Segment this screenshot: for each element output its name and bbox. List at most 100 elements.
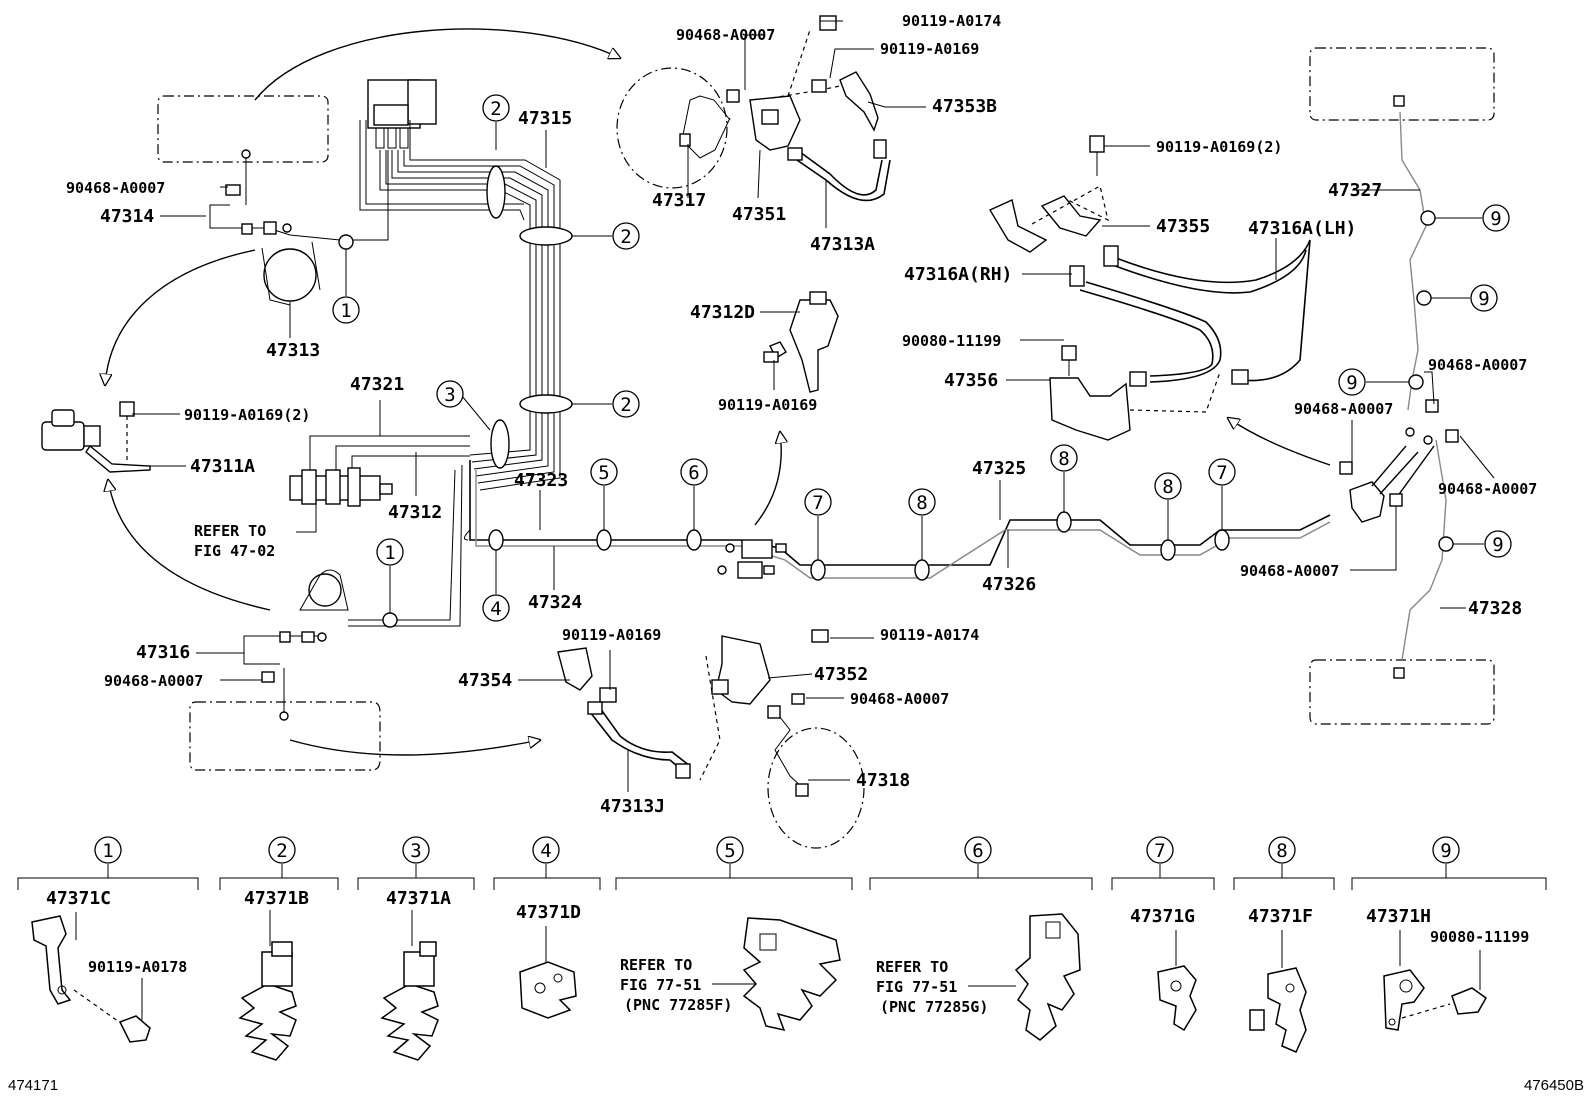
- label-47317: 47317: [652, 190, 706, 211]
- label-47313: 47313: [266, 340, 320, 361]
- callout-1-a: 1: [340, 300, 351, 322]
- legend-callout-8: 8: [1276, 840, 1287, 862]
- corner-code-left: 474171: [8, 1077, 58, 1094]
- legend-5-pnc-77285F: (PNC 77285F): [624, 996, 732, 1014]
- label-47324: 47324: [528, 592, 582, 613]
- label-90080-11199-mid: 90080-11199: [902, 332, 1001, 350]
- legend-47371F: 47371F: [1248, 906, 1313, 927]
- label-47314: 47314: [100, 206, 154, 227]
- label-90119-A0169-2-left: 90119-A0169(2): [184, 406, 310, 424]
- label-47327: 47327: [1328, 180, 1382, 201]
- label-90468-A0007-lower-r: 90468-A0007: [850, 690, 949, 708]
- legend-6-pnc-77285G: (PNC 77285G): [880, 998, 988, 1016]
- front-right-hoses: [679, 15, 891, 202]
- callout-1-b: 1: [384, 542, 395, 564]
- label-47354: 47354: [458, 670, 512, 691]
- label-47353B: 47353B: [932, 96, 997, 117]
- label-90468-A0007-lower: 90468-A0007: [104, 672, 203, 690]
- callout-6: 6: [688, 462, 699, 484]
- label-90119-A0174-top: 90119-A0174: [902, 12, 1001, 30]
- legend-47371H: 47371H: [1366, 906, 1431, 927]
- callout-8-c: 8: [1162, 476, 1173, 498]
- label-90468-A0007-r4: 90468-A0007: [1240, 562, 1339, 580]
- legend-47371G: 47371G: [1130, 906, 1195, 927]
- label-fig-47-02: FIG 47-02: [194, 542, 275, 560]
- tube-bundle: [345, 120, 561, 491]
- label-90119-A0169-top: 90119-A0169: [880, 40, 979, 58]
- label-90119-A0174-lower: 90119-A0174: [880, 626, 979, 644]
- phantom-outlines: [157, 47, 1495, 849]
- callout-7-a: 7: [812, 492, 823, 514]
- callout-9-d: 9: [1492, 534, 1503, 556]
- rear-flex-hoses: [988, 135, 1311, 441]
- actuator-47311A: [41, 401, 151, 473]
- label-47321: 47321: [350, 374, 404, 395]
- label-refer-to: REFER TO: [194, 522, 266, 540]
- legend-callout-7: 7: [1154, 840, 1165, 862]
- label-90468-A0007-r3: 90468-A0007: [1438, 480, 1537, 498]
- callout-9-b: 9: [1478, 288, 1489, 310]
- actuator-block: [367, 79, 437, 149]
- label-47316A-LH: 47316A(LH): [1248, 218, 1356, 239]
- bracket-47312D: [763, 291, 839, 393]
- label-90468-A0007-top: 90468-A0007: [676, 26, 775, 44]
- callout-8-a: 8: [916, 492, 927, 514]
- legend-callout-9: 9: [1440, 840, 1451, 862]
- combination-valve-47312: [289, 435, 470, 507]
- legend-callout-5: 5: [724, 840, 735, 862]
- leader-lines: [132, 20, 1495, 792]
- label-47352: 47352: [814, 664, 868, 685]
- label-47326: 47326: [982, 574, 1036, 595]
- label-47323: 47323: [514, 470, 568, 491]
- callout-5: 5: [598, 462, 609, 484]
- label-47313A: 47313A: [810, 234, 875, 255]
- legend-90119-A0178: 90119-A0178: [88, 958, 187, 976]
- callout-2-a: 2: [490, 98, 501, 120]
- label-90119-A0169-mid: 90119-A0169: [718, 396, 817, 414]
- label-47325: 47325: [972, 458, 1026, 479]
- part-labels: 90468-A0007 90119-A0174 90119-A0169 4735…: [66, 12, 1537, 817]
- legend-47371B: 47371B: [244, 888, 309, 909]
- legend-callout-1: 1: [102, 840, 113, 862]
- legend-47371C: 47371C: [46, 888, 111, 909]
- front-left-lines: [209, 149, 341, 306]
- legend-47371D: 47371D: [516, 902, 581, 923]
- label-47355: 47355: [1156, 216, 1210, 237]
- callout-2-b: 2: [620, 226, 631, 248]
- legend-callout-6: 6: [972, 840, 983, 862]
- lower-front-hoses: [557, 629, 829, 797]
- label-90468-A0007-left: 90468-A0007: [66, 179, 165, 197]
- legend-callout-4: 4: [540, 840, 551, 862]
- callout-9-a: 9: [1490, 208, 1501, 230]
- label-47316A-RH: 47316A(RH): [904, 264, 1012, 285]
- legend-47371A: 47371A: [386, 888, 451, 909]
- label-90119-A0169-2-right: 90119-A0169(2): [1156, 138, 1282, 156]
- label-47313J: 47313J: [600, 796, 665, 817]
- clip-legend: 1 2 3 4 5 6 7 8 9 47371C 90119-A0178 473…: [17, 836, 1547, 1061]
- callout-7-b: 7: [1216, 462, 1227, 484]
- label-90119-A0169-lower: 90119-A0169: [562, 626, 661, 644]
- legend-callout-2: 2: [276, 840, 287, 862]
- label-47311A: 47311A: [190, 456, 255, 477]
- callout-3: 3: [444, 384, 455, 406]
- callout-9-c: 9: [1346, 372, 1357, 394]
- label-47356: 47356: [944, 370, 998, 391]
- flow-arrows: [105, 28, 1331, 756]
- label-47351: 47351: [732, 204, 786, 225]
- legend-6-refer-to: REFER TO: [876, 958, 948, 976]
- callout-circles: 2 2 2 1 1 3 4 5: [332, 94, 1512, 628]
- legend-90080-11199: 90080-11199: [1430, 928, 1529, 946]
- legend-6-fig-77-51: FIG 77-51: [876, 978, 957, 996]
- legend-5-refer-to: REFER TO: [620, 956, 692, 974]
- label-47328: 47328: [1468, 598, 1522, 619]
- lower-left-lines: [243, 464, 463, 721]
- callout-2-c: 2: [620, 394, 631, 416]
- label-47315: 47315: [518, 108, 572, 129]
- callout-4: 4: [490, 598, 501, 620]
- label-47312: 47312: [388, 502, 442, 523]
- callout-8-b: 8: [1058, 448, 1069, 470]
- label-90468-A0007-r2: 90468-A0007: [1294, 400, 1393, 418]
- legend-callout-3: 3: [410, 840, 421, 862]
- label-47316: 47316: [136, 642, 190, 663]
